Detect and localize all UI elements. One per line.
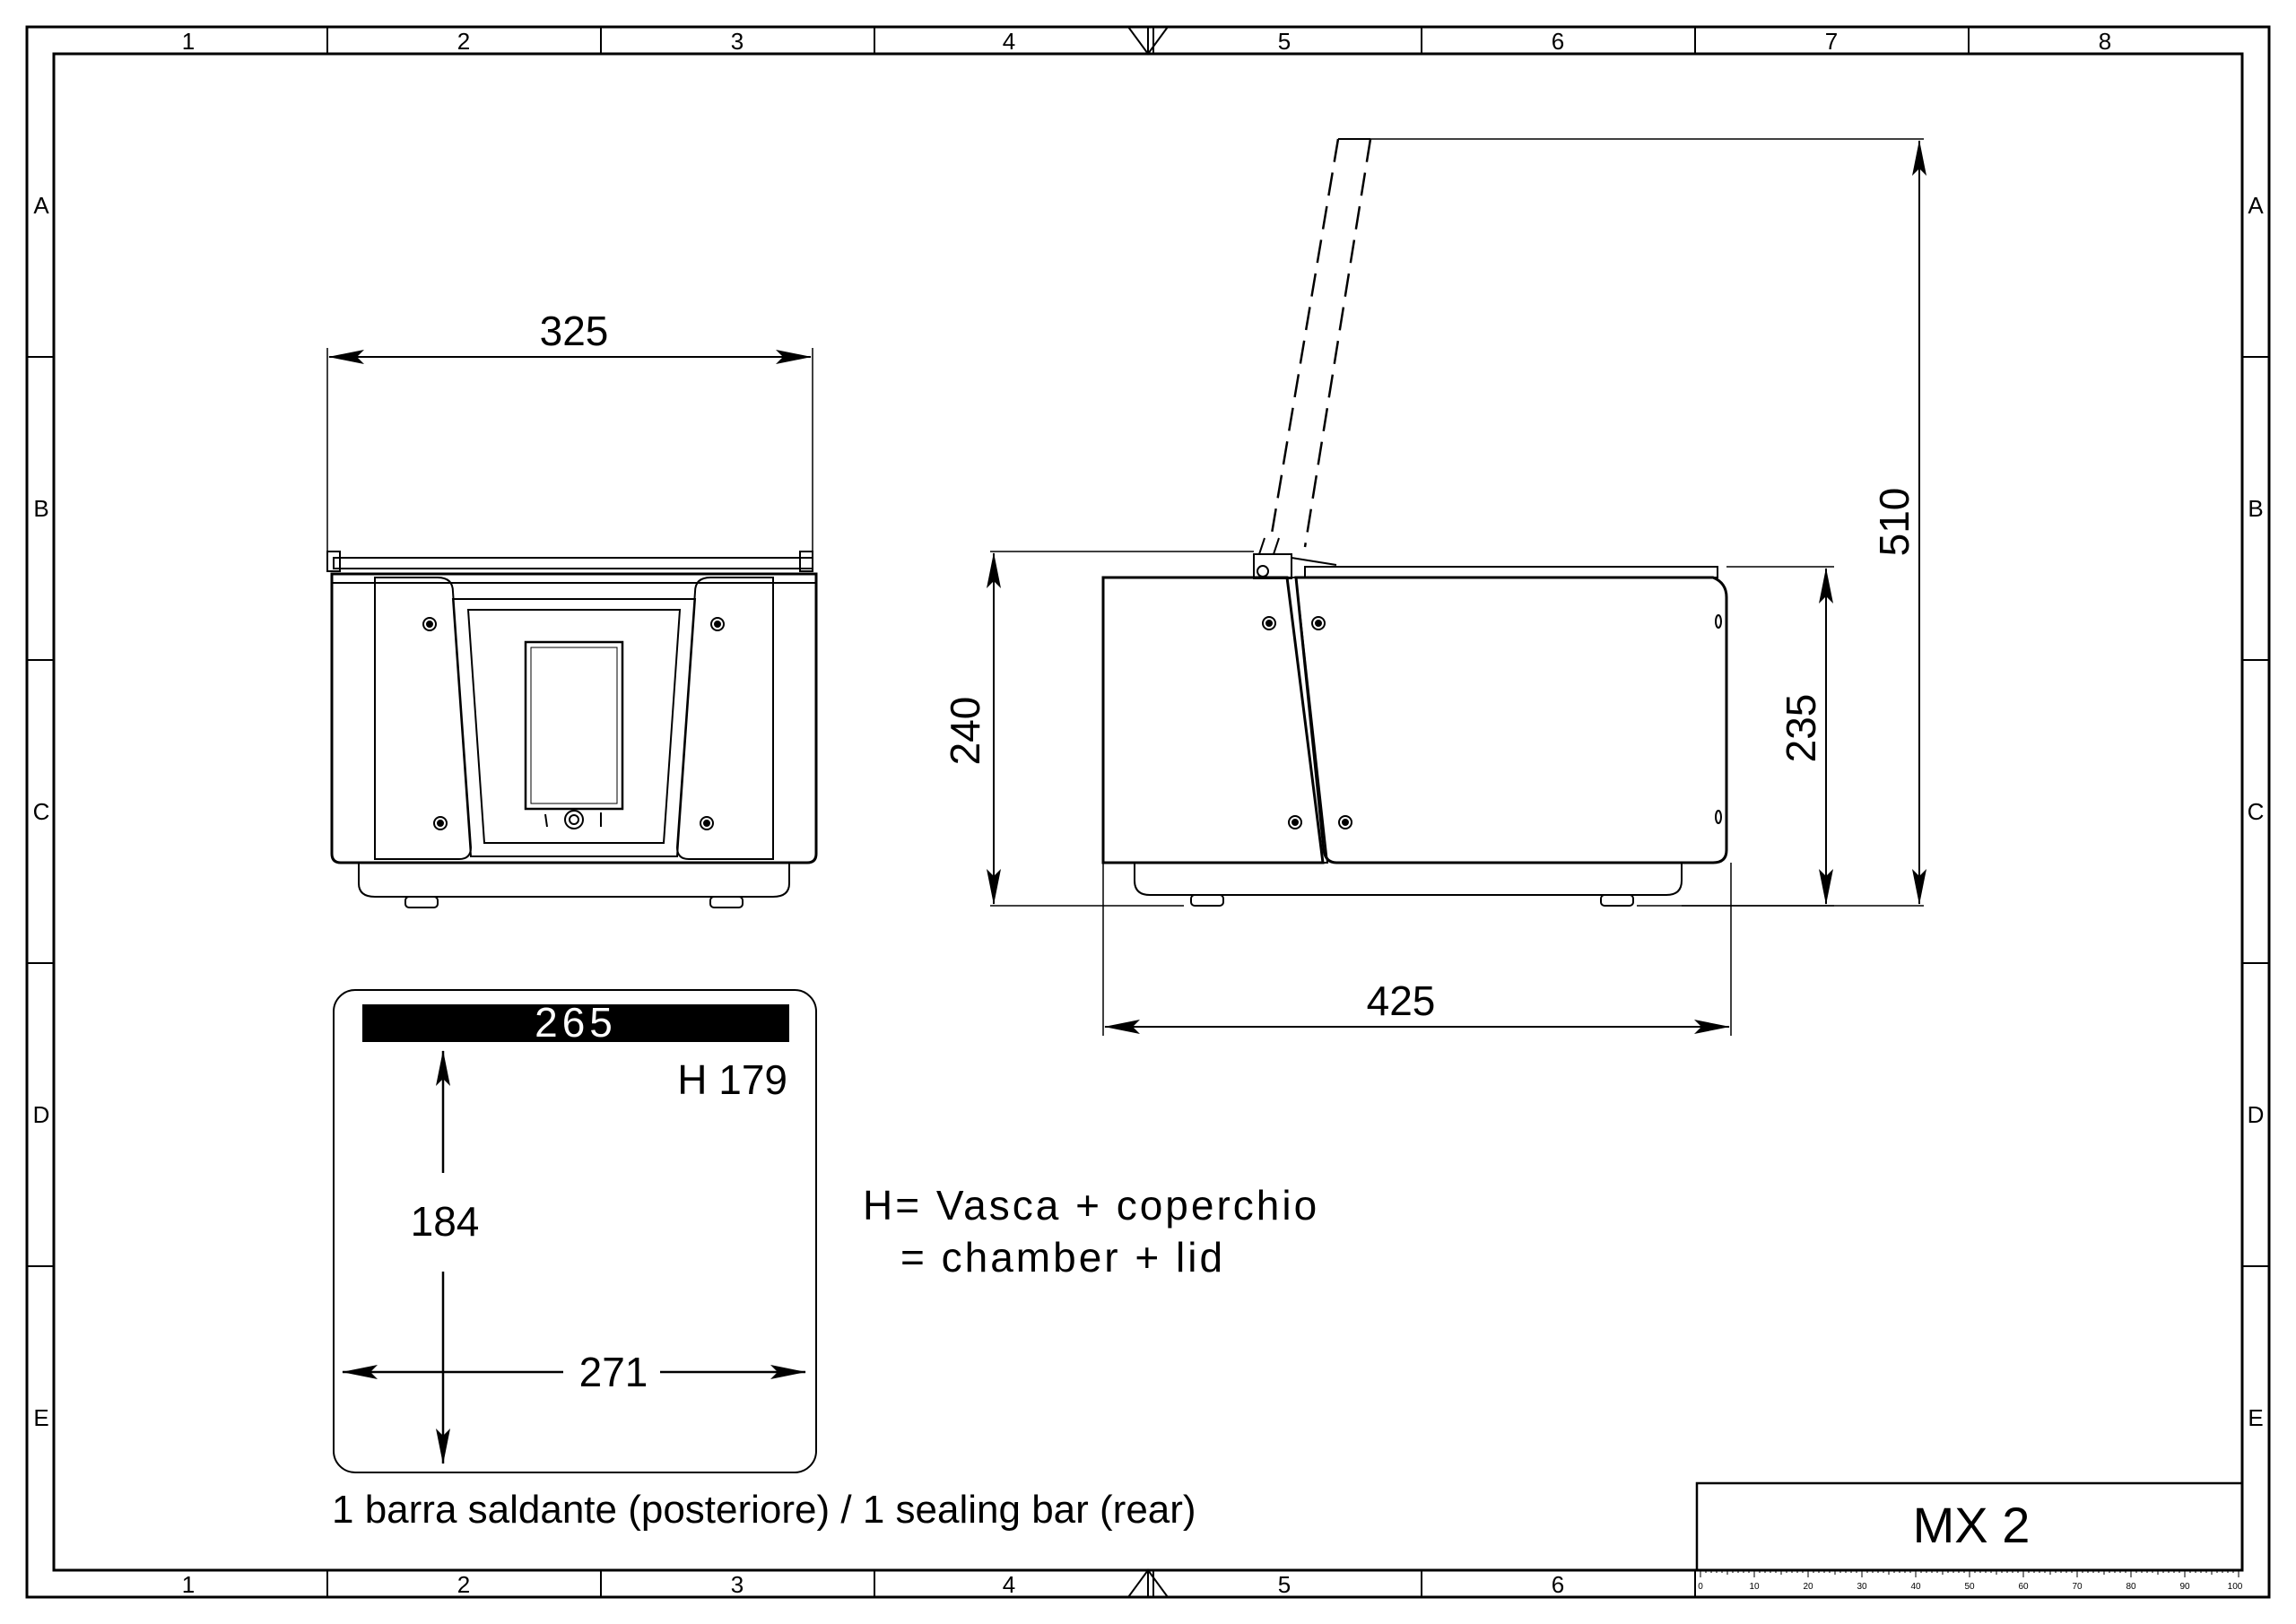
dimension-value: 235 [1778, 694, 1824, 763]
col-label: 4 [1003, 1571, 1015, 1598]
col-label: 2 [457, 1571, 470, 1598]
frame-column-labels-top: 1 2 3 4 5 6 7 8 [182, 28, 2111, 55]
col-label: 2 [457, 28, 470, 55]
row-label: B [33, 495, 48, 522]
col-label: 8 [2099, 28, 2111, 55]
col-label: 1 [182, 28, 195, 55]
col-label: 7 [1825, 28, 1838, 55]
scale-label: 90 [2179, 1582, 2190, 1592]
drawing-frame [25, 25, 2271, 1599]
col-label: 4 [1003, 28, 1015, 55]
scale-label: 70 [2072, 1582, 2083, 1592]
col-label: 6 [1552, 28, 1564, 55]
row-label: A [2248, 192, 2264, 219]
frame-row-labels-left: A B C D E [33, 192, 50, 1431]
drawing-caption: 1 barra saldante (posteriore) / 1 sealin… [332, 1488, 1196, 1532]
row-label: D [2248, 1101, 2265, 1128]
row-label: A [33, 192, 49, 219]
dimension-value: 425 [1367, 977, 1436, 1024]
chamber-footprint: 265 H 179 184 271 [333, 989, 817, 1473]
col-label: 3 [731, 28, 744, 55]
frame-column-labels-bottom: 1 2 3 4 5 6 [182, 1571, 1564, 1598]
frame-row-labels-right: A B C D E [2248, 192, 2265, 1431]
row-label: C [2248, 798, 2265, 825]
scale-label: 50 [1964, 1582, 1975, 1592]
chamber-width-dim: 271 [579, 1349, 648, 1395]
dimension-right-height: 235 [1637, 566, 1834, 907]
scale-bar: 0 10 20 30 40 50 60 70 80 90 100 [1697, 1569, 2243, 1592]
row-label: E [2248, 1404, 2263, 1431]
row-label: D [33, 1101, 50, 1128]
dimension-value: 240 [942, 697, 988, 766]
scale-label: 20 [1803, 1582, 1813, 1592]
dimension-front-width: 325 [326, 308, 813, 551]
scale-label: 80 [2126, 1582, 2136, 1592]
note-line-2: = chamber + lid [900, 1234, 1225, 1281]
sealing-bar-width: 265 [535, 999, 617, 1046]
note-line-1: H= Vasca + coperchio [863, 1182, 1319, 1229]
title-block: MX 2 0 10 20 30 40 50 60 70 80 90 100 [1695, 1481, 2244, 1592]
scale-label: 0 [1698, 1582, 1703, 1592]
front-view [326, 551, 818, 908]
dimension-value: 510 [1871, 488, 1918, 557]
row-label: C [33, 798, 50, 825]
scale-label: 30 [1857, 1582, 1867, 1592]
scale-label: 60 [2018, 1582, 2029, 1592]
col-label: 1 [182, 1571, 195, 1598]
scale-label: 10 [1749, 1582, 1760, 1592]
side-view [1101, 138, 1728, 907]
dimension-left-height: 240 [942, 551, 1254, 907]
col-label: 6 [1552, 1571, 1564, 1598]
row-label: E [33, 1404, 48, 1431]
chamber-depth-dim: 184 [411, 1198, 480, 1245]
model-name: MX 2 [1913, 1497, 2031, 1553]
dimension-value: 325 [540, 308, 609, 354]
scale-label: 100 [2228, 1582, 2243, 1592]
sealing-bar [362, 1004, 789, 1042]
col-label: 3 [731, 1571, 744, 1598]
notes: H= Vasca + coperchio = chamber + lid 1 b… [332, 1182, 1319, 1532]
dimension-depth: 425 [1102, 863, 1732, 1036]
col-label: 5 [1278, 1571, 1291, 1598]
col-label: 5 [1278, 28, 1291, 55]
chamber-height-label: H 179 [677, 1056, 787, 1103]
dimension-open-height: 510 [1370, 138, 1926, 907]
row-label: B [2248, 495, 2263, 522]
scale-label: 40 [1910, 1582, 1921, 1592]
